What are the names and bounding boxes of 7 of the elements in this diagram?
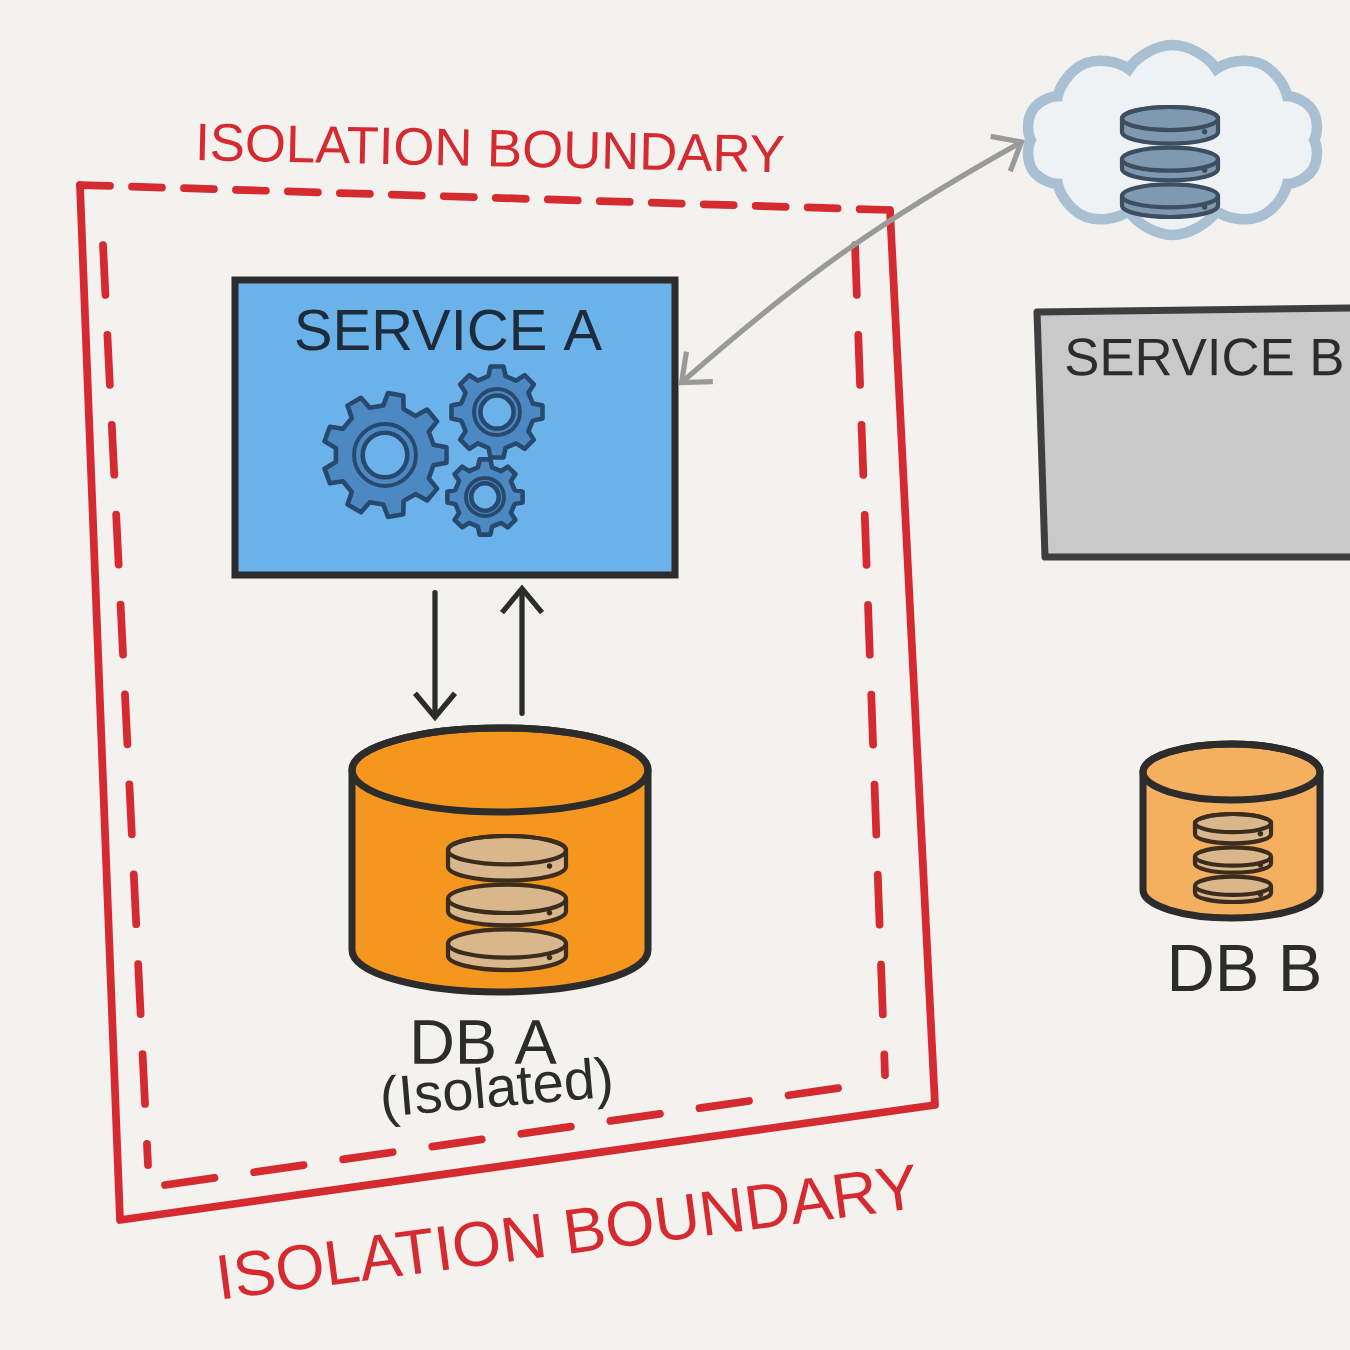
cylinder-label: DB B bbox=[1172, 945, 1319, 991]
boundary-label: ISOLATION BOUNDARY bbox=[199, 123, 785, 173]
double-arrow bbox=[678, 133, 1025, 386]
arrow bbox=[500, 584, 545, 716]
arrow bbox=[413, 589, 458, 722]
boundary-label: ISOLATION BOUNDARY bbox=[219, 1164, 914, 1299]
service-box: SERVICE B bbox=[1033, 304, 1350, 561]
